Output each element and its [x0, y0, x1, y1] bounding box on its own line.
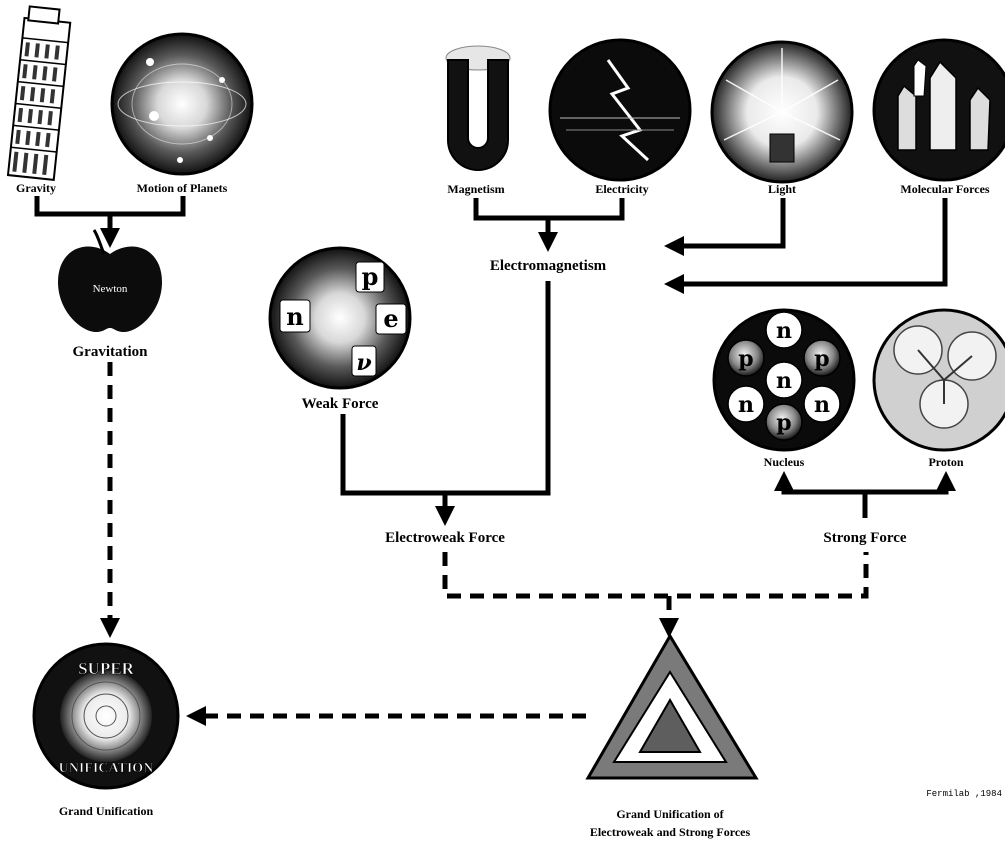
light-label: Light — [768, 182, 796, 196]
molecular-forces-label: Molecular Forces — [900, 182, 990, 196]
proton-image — [874, 310, 1005, 450]
electroweak-force-label: Electroweak Force — [385, 530, 505, 546]
weak-particle-e: e — [383, 304, 398, 333]
motion-of-planets-label: Motion of Planets — [137, 181, 228, 195]
nucleon-n-left: n — [738, 392, 754, 418]
weak-particle-nu: ν — [356, 350, 371, 376]
grand-unification-triangle-emblem — [588, 636, 756, 778]
newton-label: Newton — [93, 283, 128, 295]
strong-force-label: Strong Force — [823, 530, 907, 546]
gu-ew-strong-label-line1: Grand Unification of — [616, 807, 724, 821]
credit-text: Fermilab ,1984 — [926, 789, 1002, 799]
magnetism-label: Magnetism — [447, 182, 504, 196]
connectors — [37, 196, 946, 716]
unification-text: UNIFICATION — [59, 761, 154, 776]
electricity-label: Electricity — [595, 182, 648, 196]
nucleus-label: Nucleus — [764, 455, 805, 469]
light-image — [712, 42, 852, 182]
nucleon-p-left: p — [738, 346, 753, 372]
lightning-image — [550, 40, 690, 180]
nucleon-n-right: n — [814, 392, 830, 418]
gravity-label: Gravity — [16, 181, 56, 195]
magnet-image — [446, 46, 510, 170]
grand-unification-label: Grand Unification — [59, 804, 154, 818]
nucleon-n-center: n — [776, 368, 792, 394]
proton-label: Proton — [928, 455, 963, 469]
gravitation-label: Gravitation — [73, 344, 149, 360]
electromagnetism-label: Electromagnetism — [490, 258, 607, 274]
weak-particle-n: n — [286, 302, 303, 331]
nucleon-p-bottom: p — [776, 410, 791, 436]
planets-image — [112, 34, 252, 174]
weak-force-label: Weak Force — [302, 396, 379, 412]
leaning-tower-image — [8, 6, 72, 180]
apple-image — [58, 230, 162, 332]
nucleon-n-top: n — [776, 318, 792, 344]
weak-particle-p: p — [362, 262, 379, 291]
super-text: SUPER — [78, 659, 134, 678]
crystals-image — [874, 40, 1005, 180]
nucleon-p-right: p — [814, 346, 829, 372]
gu-ew-strong-label-line2: Electroweak and Strong Forces — [590, 825, 751, 839]
